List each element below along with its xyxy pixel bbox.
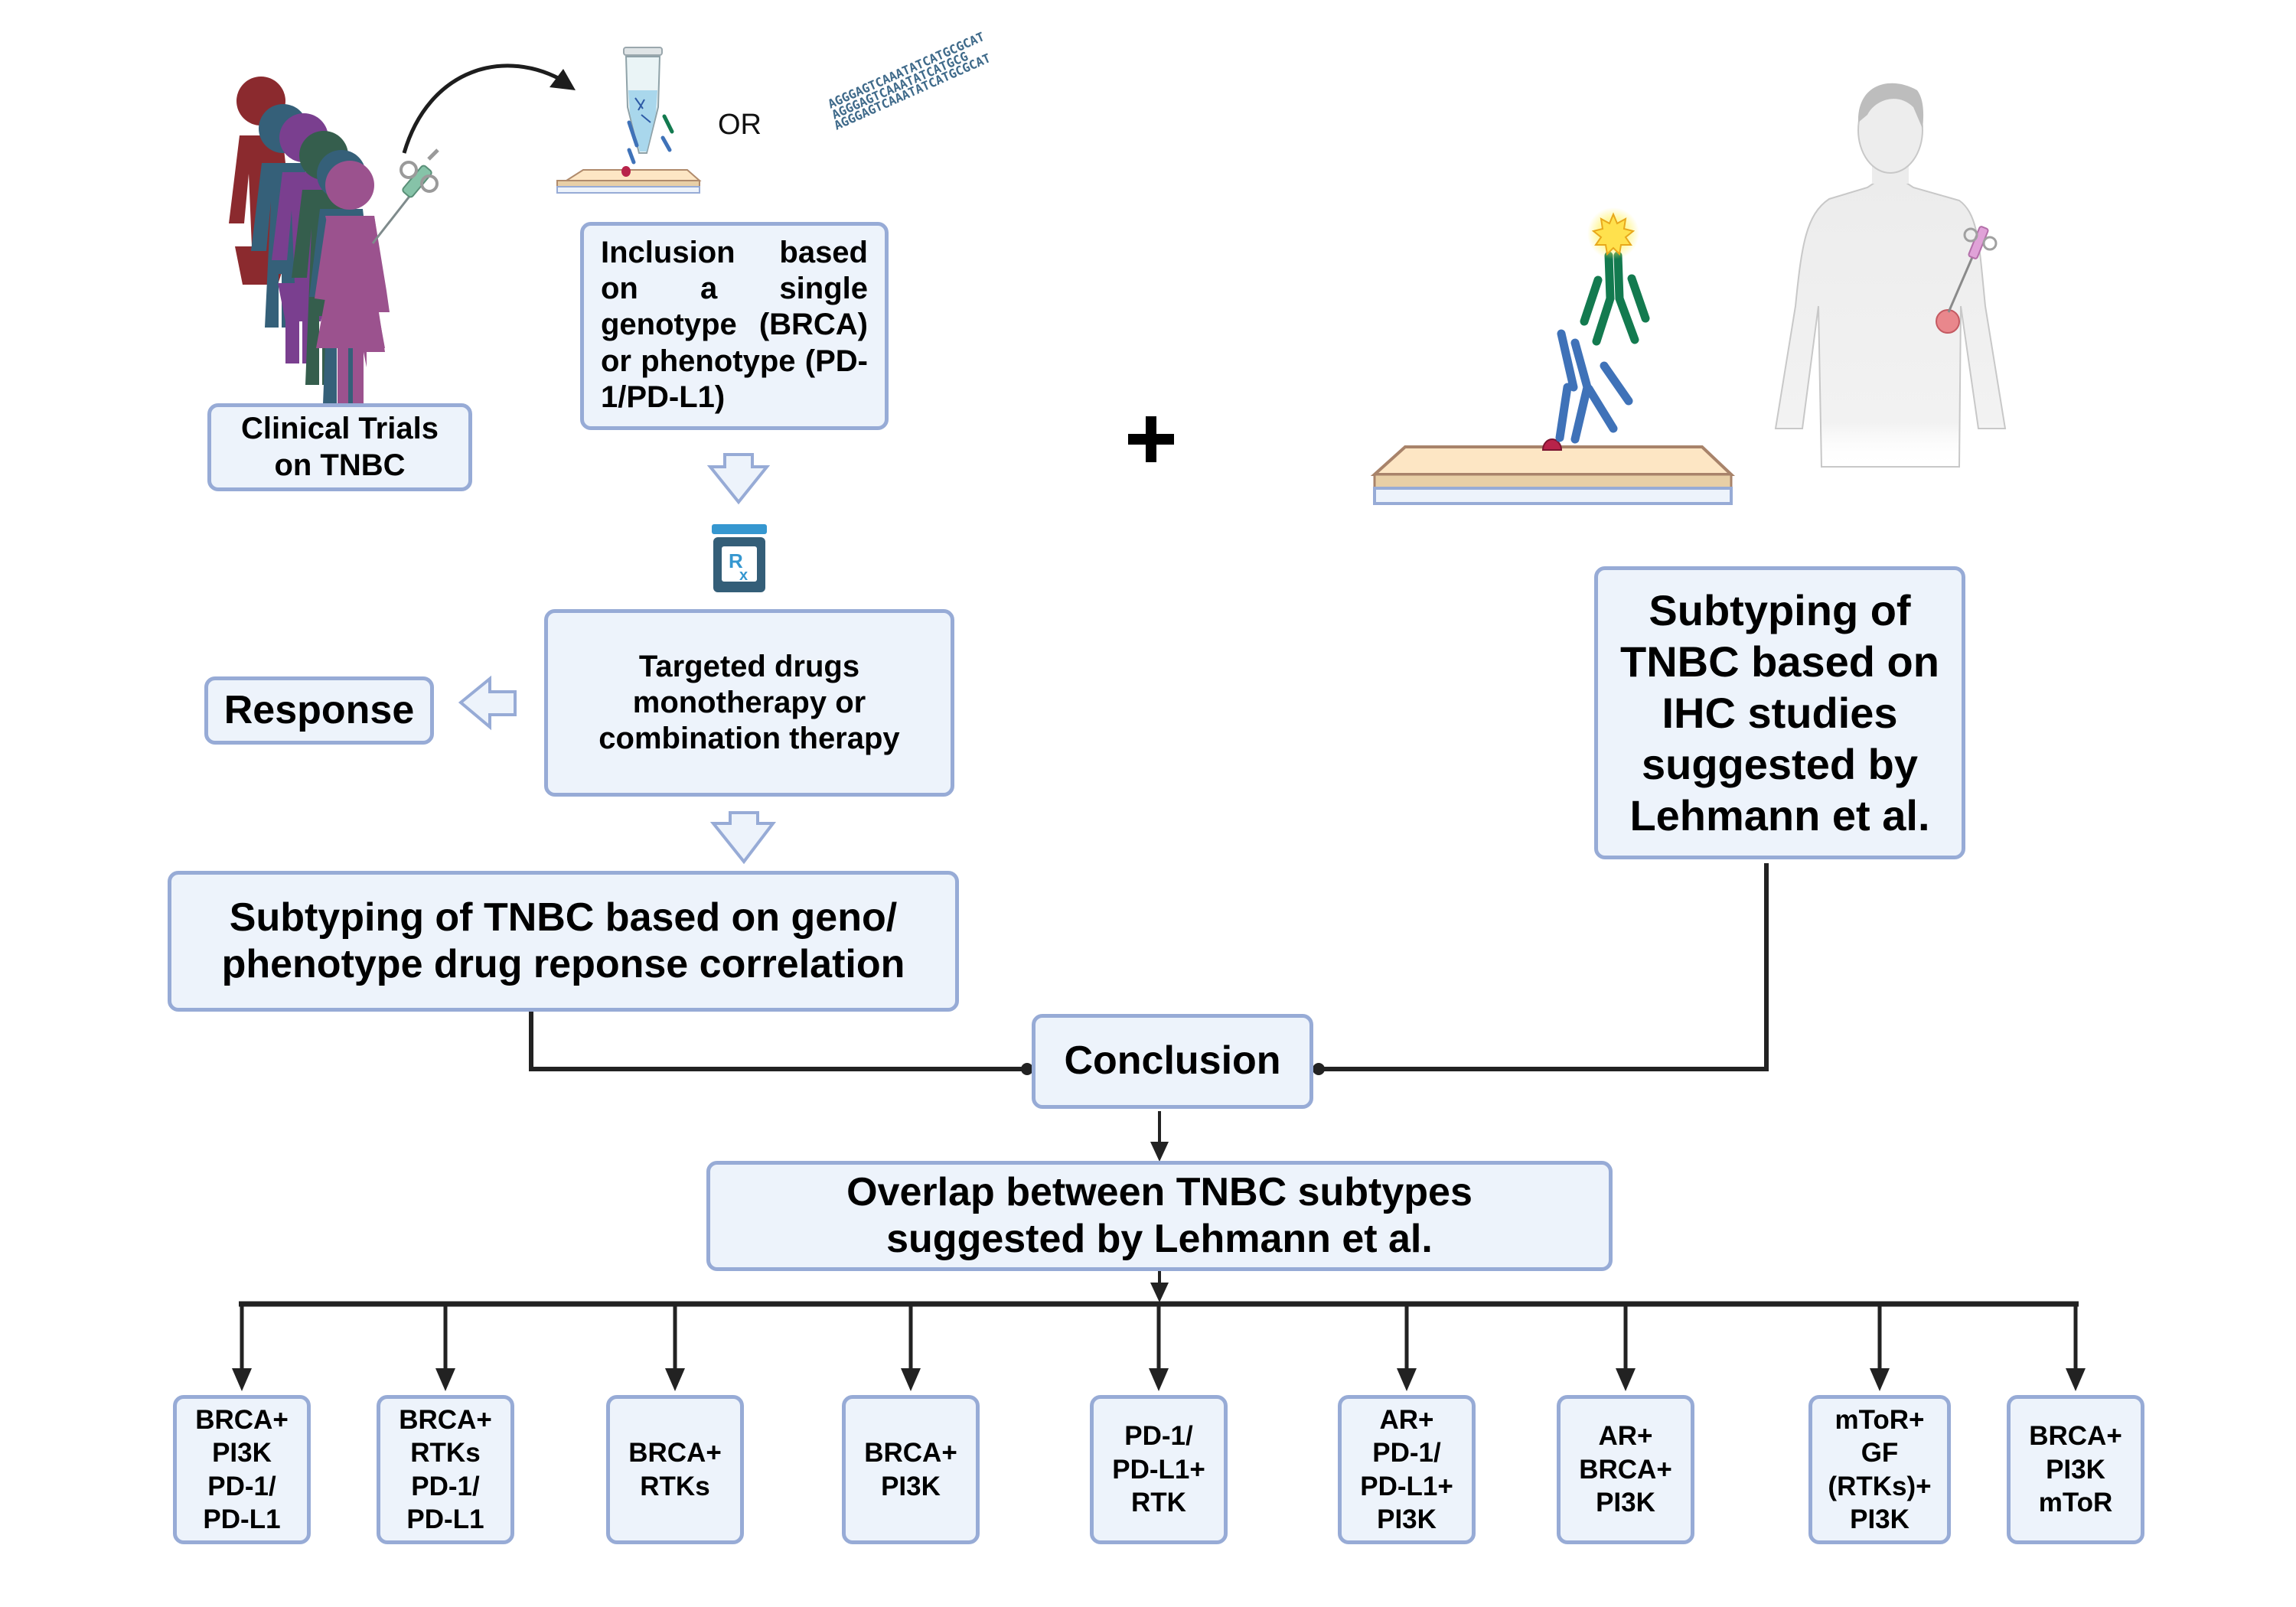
connector-dot <box>1021 1063 1033 1075</box>
subtype-box: BRCA+ PI3K PD-1/ PD-L1 <box>173 1395 311 1544</box>
prescription-bottle-icon: R x <box>712 524 767 592</box>
subtype-label: PD-1/ PD-L1+ RTK <box>1112 1421 1205 1518</box>
left-arrow-hollow <box>458 675 517 731</box>
subtype-label: AR+ BRCA+ PI3K <box>1579 1421 1672 1518</box>
subtype-box: AR+ BRCA+ PI3K <box>1557 1395 1694 1544</box>
conclusion-label: Conclusion <box>1064 1038 1281 1084</box>
sample-tube-icon <box>623 47 663 154</box>
branch-arrowhead <box>1397 1368 1417 1391</box>
secondary-antibody-icon <box>1580 251 1650 346</box>
clinical-trials-box: Clinical Trials on TNBC <box>207 403 472 491</box>
subtype-box: mToR+ GF (RTKs)+ PI3K <box>1808 1395 1951 1544</box>
branch-arrowhead <box>1616 1368 1636 1391</box>
response-box: Response <box>204 676 434 745</box>
connector-dot <box>1313 1063 1325 1075</box>
subtype-label: BRCA+ PI3K <box>864 1438 957 1501</box>
connector-left <box>529 1012 1027 1071</box>
plus-icon <box>1128 416 1174 462</box>
branch-arrows <box>232 1304 2086 1391</box>
small-antibody-icon <box>627 114 674 165</box>
inclusion-criteria-label: Inclusion based on a single genotype (BR… <box>601 236 868 414</box>
subtype-box: PD-1/ PD-L1+ RTK <box>1090 1395 1228 1544</box>
overlap-label: Overlap between TNBC subtypes suggested … <box>846 1169 1473 1261</box>
targeted-drugs-box: Targeted drugs monotherapy or combinatio… <box>544 609 954 797</box>
subtype-label: BRCA+ PI3K mToR <box>2029 1421 2122 1518</box>
response-label: Response <box>223 687 415 732</box>
branch-arrowhead <box>232 1368 252 1391</box>
curved-arrow <box>402 64 568 154</box>
subtype-label: BRCA+ PI3K PD-1/ PD-L1 <box>195 1404 289 1534</box>
biopsy-syringe-icon <box>371 148 439 244</box>
fluorophore-icon <box>1587 207 1639 259</box>
subtype-box: BRCA+ RTKs PD-1/ PD-L1 <box>377 1395 514 1544</box>
subtyping-ihc-box: Subtyping of TNBC based on IHC studies s… <box>1594 566 1965 859</box>
primary-antibody-icon <box>1555 329 1633 444</box>
ihc-slide-icon <box>1370 438 1736 505</box>
subtype-label: BRCA+ RTKs <box>628 1438 722 1501</box>
clinical-trials-label: Clinical Trials on TNBC <box>241 412 439 482</box>
subtyping-geno-phenotype-box: Subtyping of TNBC based on geno/ phenoty… <box>168 871 959 1012</box>
arrowhead <box>1150 1142 1169 1162</box>
branch-arrowhead <box>435 1368 455 1391</box>
subtype-box: BRCA+ RTKs <box>606 1395 744 1544</box>
svg-text:x: x <box>739 567 748 584</box>
targeted-drugs-label: Targeted drugs monotherapy or combinatio… <box>598 649 900 756</box>
dna-sequence-icon: AGGGAGTCAAATATCATGCGCAT AGGGAGTCAAATATCA… <box>826 29 993 132</box>
curved-arrow-head <box>550 69 576 90</box>
subtype-box: AR+ PD-1/ PD-L1+ PI3K <box>1338 1395 1476 1544</box>
or-label: OR <box>718 109 762 141</box>
branch-arrowhead <box>665 1368 685 1391</box>
arrowhead <box>1150 1283 1169 1302</box>
conclusion-box: Conclusion <box>1032 1014 1313 1109</box>
subtype-box: BRCA+ PI3K mToR <box>2007 1395 2144 1544</box>
inclusion-criteria-box: Inclusion based on a single genotype (BR… <box>580 222 889 430</box>
overlap-box: Overlap between TNBC subtypes suggested … <box>706 1161 1613 1271</box>
patient-figure <box>315 161 390 417</box>
connector-right <box>1319 863 1769 1071</box>
patients-icon <box>229 77 390 417</box>
down-arrow-hollow <box>706 453 771 505</box>
small-slide-icon <box>556 166 702 194</box>
subtype-label: AR+ PD-1/ PD-L1+ PI3K <box>1360 1404 1453 1534</box>
subtyping-ihc-label: Subtyping of TNBC based on IHC studies s… <box>1620 585 1939 840</box>
subtyping-geno-phenotype-label: Subtyping of TNBC based on geno/ phenoty… <box>221 895 905 986</box>
subtype-label: BRCA+ RTKs PD-1/ PD-L1 <box>399 1404 492 1534</box>
branch-arrowhead <box>2066 1368 2086 1391</box>
branch-arrowhead <box>1870 1368 1890 1391</box>
svg-text:R: R <box>729 549 743 572</box>
branch-arrowhead <box>901 1368 921 1391</box>
subtype-label: mToR+ GF (RTKs)+ PI3K <box>1828 1404 1932 1534</box>
branch-arrowhead <box>1149 1368 1169 1391</box>
down-arrow-hollow <box>709 811 777 865</box>
subtype-box: BRCA+ PI3K <box>842 1395 980 1544</box>
patient-body-icon <box>1774 83 2007 468</box>
